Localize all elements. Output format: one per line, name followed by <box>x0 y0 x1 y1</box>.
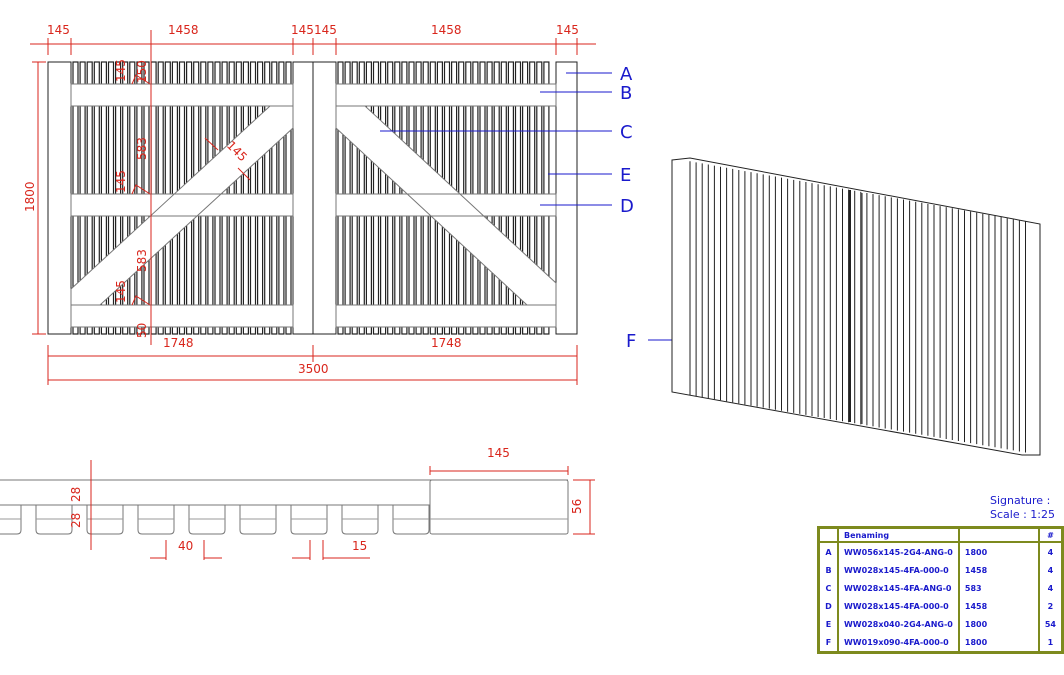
left-brace <box>70 105 294 306</box>
dimension-lines <box>30 30 596 385</box>
cell-length: 583 <box>957 579 1040 597</box>
left-post <box>47 61 72 335</box>
cell-qty: 4 <box>1037 542 1064 561</box>
profile-slat <box>188 505 226 535</box>
right-brace <box>335 105 557 306</box>
profile-section: 145 28 28 56 40 15 <box>0 446 595 560</box>
dim-label: 583 <box>135 137 149 160</box>
dim-label: 50 <box>135 323 149 338</box>
rails <box>70 83 557 328</box>
leaf-width-dim-right: 1748 <box>431 336 462 350</box>
profile-slat <box>35 505 73 535</box>
signature-label: Signature : <box>990 494 1051 507</box>
profile-slat <box>86 505 124 535</box>
part-label-e: E <box>620 165 631 186</box>
cell-id: D <box>817 597 840 615</box>
cell-length: 1800 <box>957 633 1040 653</box>
table-header: Benaming # <box>817 527 1064 543</box>
scale-label: Scale : 1:25 <box>990 508 1055 521</box>
cell-qty: 2 <box>1037 597 1064 615</box>
part-label-f: F <box>626 331 636 352</box>
gate-iso-outline <box>671 157 1041 456</box>
dim-label: 145 <box>314 23 337 37</box>
part-label-a: A <box>620 64 633 85</box>
dim-label: 145 <box>556 23 579 37</box>
total-width-dim: 3500 <box>298 362 329 376</box>
right-post <box>555 61 578 335</box>
cell-code: WW028x145-4FA-000-0 <box>836 597 960 615</box>
cell-id: E <box>817 615 840 633</box>
header-qty: # <box>1037 527 1064 543</box>
cell-code: WW019x090-4FA-000-0 <box>836 633 960 653</box>
cell-code: WW028x145-4FA-000-0 <box>836 561 960 579</box>
part-label-c: C <box>620 122 633 143</box>
cell-code: WW028x040-2G4-ANG-0 <box>836 615 960 633</box>
dim-label: 1458 <box>431 23 462 37</box>
profile-slat <box>290 505 328 535</box>
front-elevation: 145 1458 145 145 1458 145 1800 145 150 5… <box>23 23 855 385</box>
cell-id: B <box>817 561 840 579</box>
cell-length: 1800 <box>957 615 1040 633</box>
gap-width-dim: 15 <box>352 539 367 553</box>
cell-id: C <box>817 579 840 597</box>
dim-label: 150 <box>135 60 149 83</box>
dim-label: 1458 <box>168 23 199 37</box>
cell-length: 1458 <box>957 597 1040 615</box>
dim-label: 145 <box>47 23 70 37</box>
dim-label: 145 <box>114 170 128 193</box>
profile-depth-dim: 28 <box>69 513 83 528</box>
profile-slat <box>0 505 22 535</box>
part-label-b: B <box>620 83 632 104</box>
slat-width-dim: 40 <box>178 539 193 553</box>
cell-code: WW056x145-2G4-ANG-0 <box>836 542 960 561</box>
part-label-d: D <box>620 196 634 217</box>
profile-slat <box>392 505 430 535</box>
isometric-view: F <box>626 157 1041 456</box>
cell-qty: 4 <box>1037 579 1064 597</box>
profile-depth-dim: 28 <box>69 487 83 502</box>
dim-label: 145 <box>291 23 314 37</box>
profile-slat <box>137 505 175 535</box>
profile-slat <box>239 505 277 535</box>
cell-code: WW028x145-4FA-ANG-0 <box>836 579 960 597</box>
cell-id: F <box>817 633 840 653</box>
top-dimension-labels: 145 1458 145 145 1458 145 <box>47 23 579 37</box>
cell-qty: 54 <box>1037 615 1064 633</box>
profile-thickness-dim: 56 <box>570 499 584 514</box>
dim-label: 145 <box>114 59 128 82</box>
cell-qty: 1 <box>1037 633 1064 653</box>
center-stile-right <box>312 61 337 335</box>
title-block: Signature : Scale : 1:25 <box>990 494 1055 522</box>
center-stile-left <box>292 61 314 335</box>
profile-slat <box>341 505 379 535</box>
profile-width-dim: 145 <box>487 446 510 460</box>
header-benaming: Benaming <box>836 527 960 543</box>
leaf-width-dim-left: 1748 <box>163 336 194 350</box>
dim-label: 145 <box>114 280 128 303</box>
height-dim-label: 1800 <box>23 181 37 212</box>
dim-label: 583 <box>135 249 149 272</box>
cell-length: 1800 <box>957 542 1040 561</box>
cell-id: A <box>817 542 840 561</box>
cell-qty: 4 <box>1037 561 1064 579</box>
cell-length: 1458 <box>957 561 1040 579</box>
